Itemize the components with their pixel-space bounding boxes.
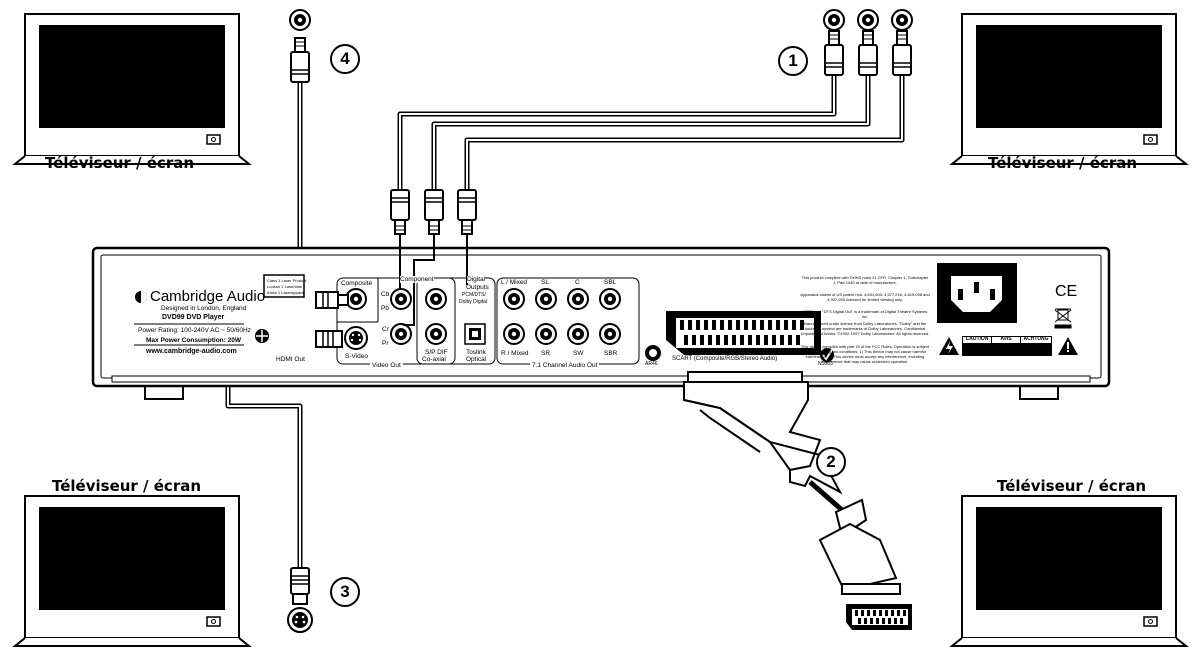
cert-n1863: N1863: [818, 361, 833, 367]
component-plug-1: [824, 30, 844, 76]
laser-line-1: Class 1 Laser Product: [267, 278, 307, 283]
cb-label: Cb: [381, 291, 390, 298]
lightning-warning-icon: [939, 337, 959, 355]
component-label: Component: [400, 276, 434, 283]
video-out-label: Video Out: [370, 362, 403, 369]
compliance-note-2: Apparatus claims of US patent nos. 4,631…: [800, 292, 930, 302]
dvd-player-back-panel: [91, 246, 1111, 400]
toslink-optical-port: [464, 323, 486, 345]
cambridge-logo-icon: [135, 291, 147, 303]
callout-4: 4: [330, 44, 360, 74]
model-name: DVD99 DVD Player: [162, 314, 225, 321]
compliance-note-4: Manufactured under license from Dolby La…: [800, 321, 930, 336]
pr-label: Pr: [382, 340, 389, 347]
spdif-coax-jack: [425, 323, 447, 345]
cert-mark-ar46-icon: [645, 345, 661, 361]
tv-component-pr-jack: [891, 9, 913, 31]
spdif-label-1: S/P DIF: [425, 349, 448, 356]
digital-sub-2: Dolby Digital: [459, 299, 488, 305]
callout-3: 3: [330, 577, 360, 607]
digital-title-2: Outputs: [466, 284, 489, 291]
audio-label-c: C: [575, 279, 580, 286]
hdmi-logo-icon: [255, 329, 269, 343]
toslink-label-1: Toslink: [466, 349, 486, 356]
ce-mark: CE: [1055, 283, 1078, 300]
tv-screen-bottom-right: [951, 495, 1187, 647]
compliance-note-3: "DTS" and "DTS Digital Out" is a tradema…: [802, 309, 928, 319]
power-rating: Power Rating: 100-240V AC ~ 50/60Hz: [138, 327, 251, 334]
audio71-label: 7.1 Channel Audio Out: [530, 362, 600, 369]
component-plug-2: [858, 30, 878, 76]
callout-2: 2: [816, 447, 846, 477]
audio-label-r: R / Mixed: [501, 350, 529, 357]
warning-avis: AVIS: [1000, 336, 1012, 342]
cr-label: Cr: [382, 326, 389, 333]
scart-pins: [680, 320, 804, 345]
scart-plug-device: [683, 371, 843, 495]
audio-label-sbl: SBL: [604, 279, 617, 286]
tv-component-pb-jack: [857, 9, 879, 31]
audio-label-sr: SR: [541, 350, 551, 357]
toslink-label-2: Optical: [466, 356, 487, 363]
digital-title-1: Digital: [467, 276, 486, 283]
compliance-note-5: This device complies with part 15 of the…: [800, 344, 930, 364]
audio-label-l: L / Mixed: [501, 279, 528, 286]
hdmi-out-label: HDMI Out: [276, 356, 305, 363]
audio-label-sbr: SBR: [604, 350, 618, 357]
scart-socket: [666, 311, 821, 355]
power-socket: [937, 263, 1017, 323]
scart-plug-far: [818, 498, 901, 595]
tv-screen-top-right: [951, 13, 1187, 165]
brand-tagline: Designed in London, England: [161, 305, 247, 312]
component-plug-device-1: [390, 189, 410, 235]
component-plug-3: [892, 30, 912, 76]
tv-component-y-jack: [823, 9, 845, 31]
tv-label-top-left: Téléviseur / écran: [45, 154, 195, 172]
pb-label: Pb: [381, 305, 389, 312]
tv-label-bottom-right: Téléviseur / écran: [997, 477, 1147, 495]
digital-sub-1: PCM/DTS/: [462, 292, 486, 298]
component-plug-device-2: [424, 189, 444, 235]
warning-achtung: ACHTUNG: [1023, 336, 1049, 342]
spdif-label-2: Co-axial: [422, 356, 446, 363]
svideo-plug-device: [315, 330, 343, 348]
tv-screen-top-left: [14, 13, 250, 165]
tv-label-top-right: Téléviseur / écran: [988, 154, 1138, 172]
laser-line-3: Klass 1 Laserapparat: [267, 290, 305, 295]
max-power: Max Power Consumption: 20W: [146, 337, 241, 344]
scart-label: SCART (Composite/RGB/Stereo Audio): [672, 356, 778, 362]
tv-composite-jack: [289, 9, 311, 31]
exclamation-warning-icon: [1058, 337, 1078, 355]
composite-plug-top: [290, 37, 310, 83]
svideo-jack: [344, 326, 368, 350]
digital-out-group: [416, 277, 496, 365]
brand-name: Cambridge Audio: [150, 288, 266, 305]
warning-caution: CAUTION: [965, 336, 989, 342]
tv-label-bottom-left: Téléviseur / écran: [52, 477, 202, 495]
svideo-label: S-Video: [345, 353, 369, 360]
composite-plug-device: [315, 291, 349, 309]
svideo-plug-bottom: [287, 567, 313, 633]
website: www.cambridge-audio.com: [146, 348, 237, 355]
tv-screen-bottom-left: [14, 495, 250, 647]
cert-ar46: AR46: [645, 361, 658, 367]
component-cb-jack: [390, 288, 412, 310]
weee-bin-icon: [1054, 308, 1072, 329]
warning-label-box: [962, 336, 1052, 356]
component-cr-jack: [390, 323, 412, 345]
laser-line-2: Luokan 1 Laserlaite: [267, 284, 302, 289]
audio-label-sw: SW: [573, 350, 584, 357]
scart-connector-end: [846, 604, 912, 630]
component-plug-device-3: [457, 189, 477, 235]
composite-label: Composite: [341, 280, 373, 287]
audio-label-sl: SL: [541, 279, 549, 286]
cert-mark-n1863-icon: [820, 348, 834, 362]
laser-label-box: [263, 274, 305, 298]
callout-1: 1: [778, 46, 808, 76]
component-y-jack: [425, 288, 447, 310]
compliance-note-1: This product complies with DHHS rules 21…: [801, 275, 929, 285]
